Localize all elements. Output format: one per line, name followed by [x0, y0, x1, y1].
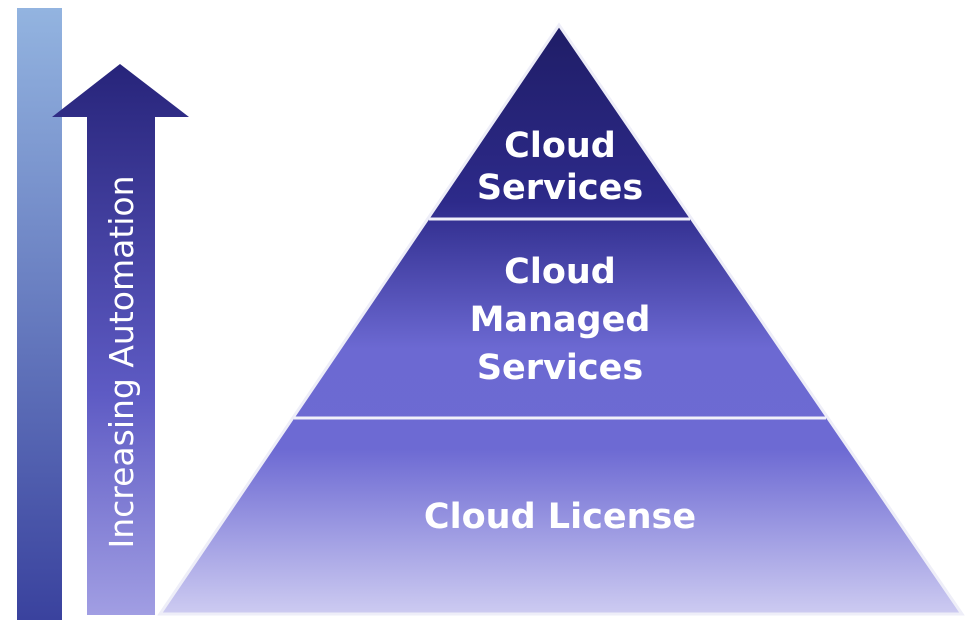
up-arrow [52, 64, 189, 615]
pyramid [157, 22, 965, 616]
tier-label-line: Cloud [504, 252, 616, 292]
tier-label-line: Cloud [504, 126, 616, 166]
background-gradient-bar [17, 8, 62, 620]
tier-label-line: Managed [470, 300, 651, 340]
tier-label-line: Cloud License [424, 497, 696, 537]
tier-cloud-managed-services: Cloud Managed Services [470, 252, 651, 388]
tier-label-line: Services [477, 168, 643, 208]
tier-label-line: Services [477, 348, 643, 388]
axis-label: Increasing Automation [102, 175, 141, 548]
tier-cloud-services: Cloud Services [477, 126, 643, 208]
tier-cloud-license: Cloud License [424, 497, 696, 537]
